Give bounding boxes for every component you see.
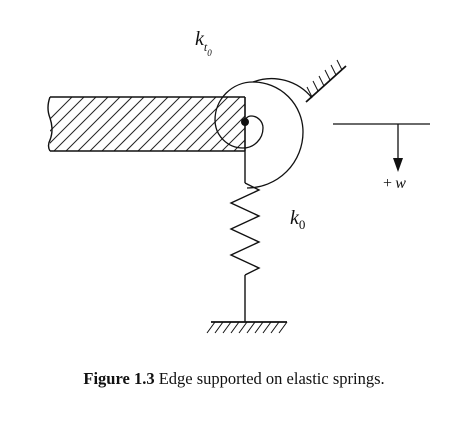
- figure-number: Figure 1.3: [83, 369, 155, 388]
- rotational-spring: [214, 77, 313, 189]
- rotational-spring-anchor: [305, 59, 347, 103]
- hinge-point: [241, 118, 249, 126]
- ground-support: [206, 321, 288, 334]
- caption-text: Edge supported on elastic springs.: [158, 369, 385, 388]
- deflection-arrow: [333, 123, 430, 172]
- deflection-label: + w: [383, 175, 406, 192]
- plate-cross-section: [47, 96, 246, 152]
- translational-spring: [229, 151, 261, 322]
- translational-stiffness-label: k0: [290, 207, 306, 232]
- rotational-stiffness-label: kt0: [195, 28, 212, 59]
- figure-caption: Figure 1.3 Edge supported on elastic spr…: [0, 369, 468, 389]
